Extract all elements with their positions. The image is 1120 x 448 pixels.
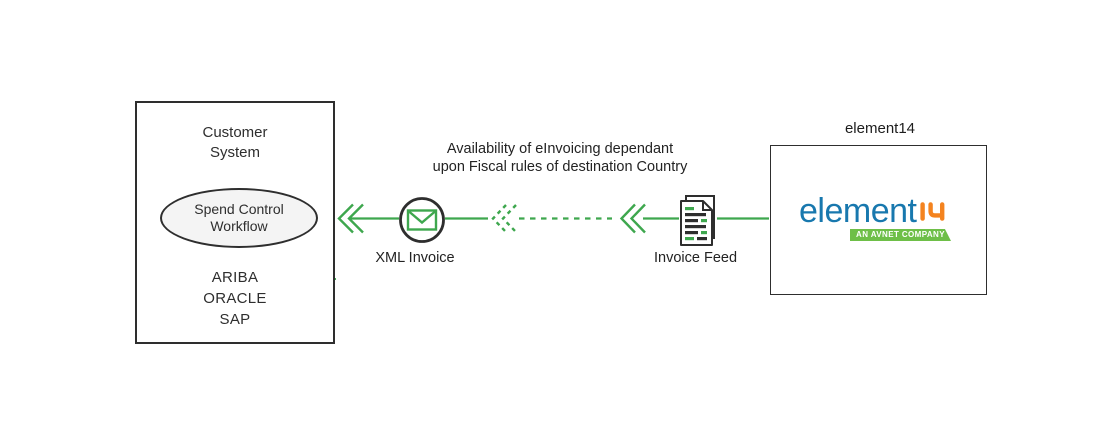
element14-box bbox=[770, 145, 987, 295]
element14-logo-14-glyph bbox=[920, 202, 945, 221]
dashed-double-chevron-left bbox=[491, 204, 517, 233]
element14-caption: element14 bbox=[844, 120, 916, 137]
element14-logo-row: element bbox=[799, 192, 951, 230]
erp-system-sap: SAP bbox=[219, 311, 251, 328]
erp-systems-list: ARIBA ORACLE SAP bbox=[135, 267, 335, 330]
workflow-label-line2: Workflow bbox=[210, 218, 268, 234]
availability-note-line1: Availability of eInvoicing dependant bbox=[446, 141, 674, 157]
invoice-feed-label: Invoice Feed bbox=[653, 250, 738, 266]
customer-system-title-line2: System bbox=[209, 144, 260, 161]
double-chevron-left-icon bbox=[619, 203, 679, 234]
customer-system-title: Customer System bbox=[135, 123, 335, 163]
arrow-into-customer-system bbox=[337, 203, 399, 234]
erp-system-ariba: ARIBA bbox=[211, 269, 259, 286]
avnet-company-banner: AN AVNET COMPANY bbox=[850, 229, 951, 241]
availability-note-line2: upon Fiscal rules of destination Country bbox=[432, 159, 688, 175]
workflow-label-line1: Spend Control bbox=[194, 201, 284, 217]
spend-control-workflow-ellipse: Spend Control Workflow bbox=[160, 188, 318, 248]
customer-system-title-line1: Customer bbox=[202, 124, 268, 141]
erp-system-oracle: ORACLE bbox=[203, 290, 267, 307]
xml-invoice-label: XML Invoice bbox=[375, 250, 455, 266]
element14-logo-text: element bbox=[799, 192, 917, 230]
envelope-icon bbox=[399, 197, 445, 243]
invoice-document-icon bbox=[680, 195, 715, 246]
availability-note: Availability of eInvoicing dependant upo… bbox=[370, 140, 750, 176]
element14-logo: element AN AVNET COMPANY bbox=[799, 192, 951, 241]
